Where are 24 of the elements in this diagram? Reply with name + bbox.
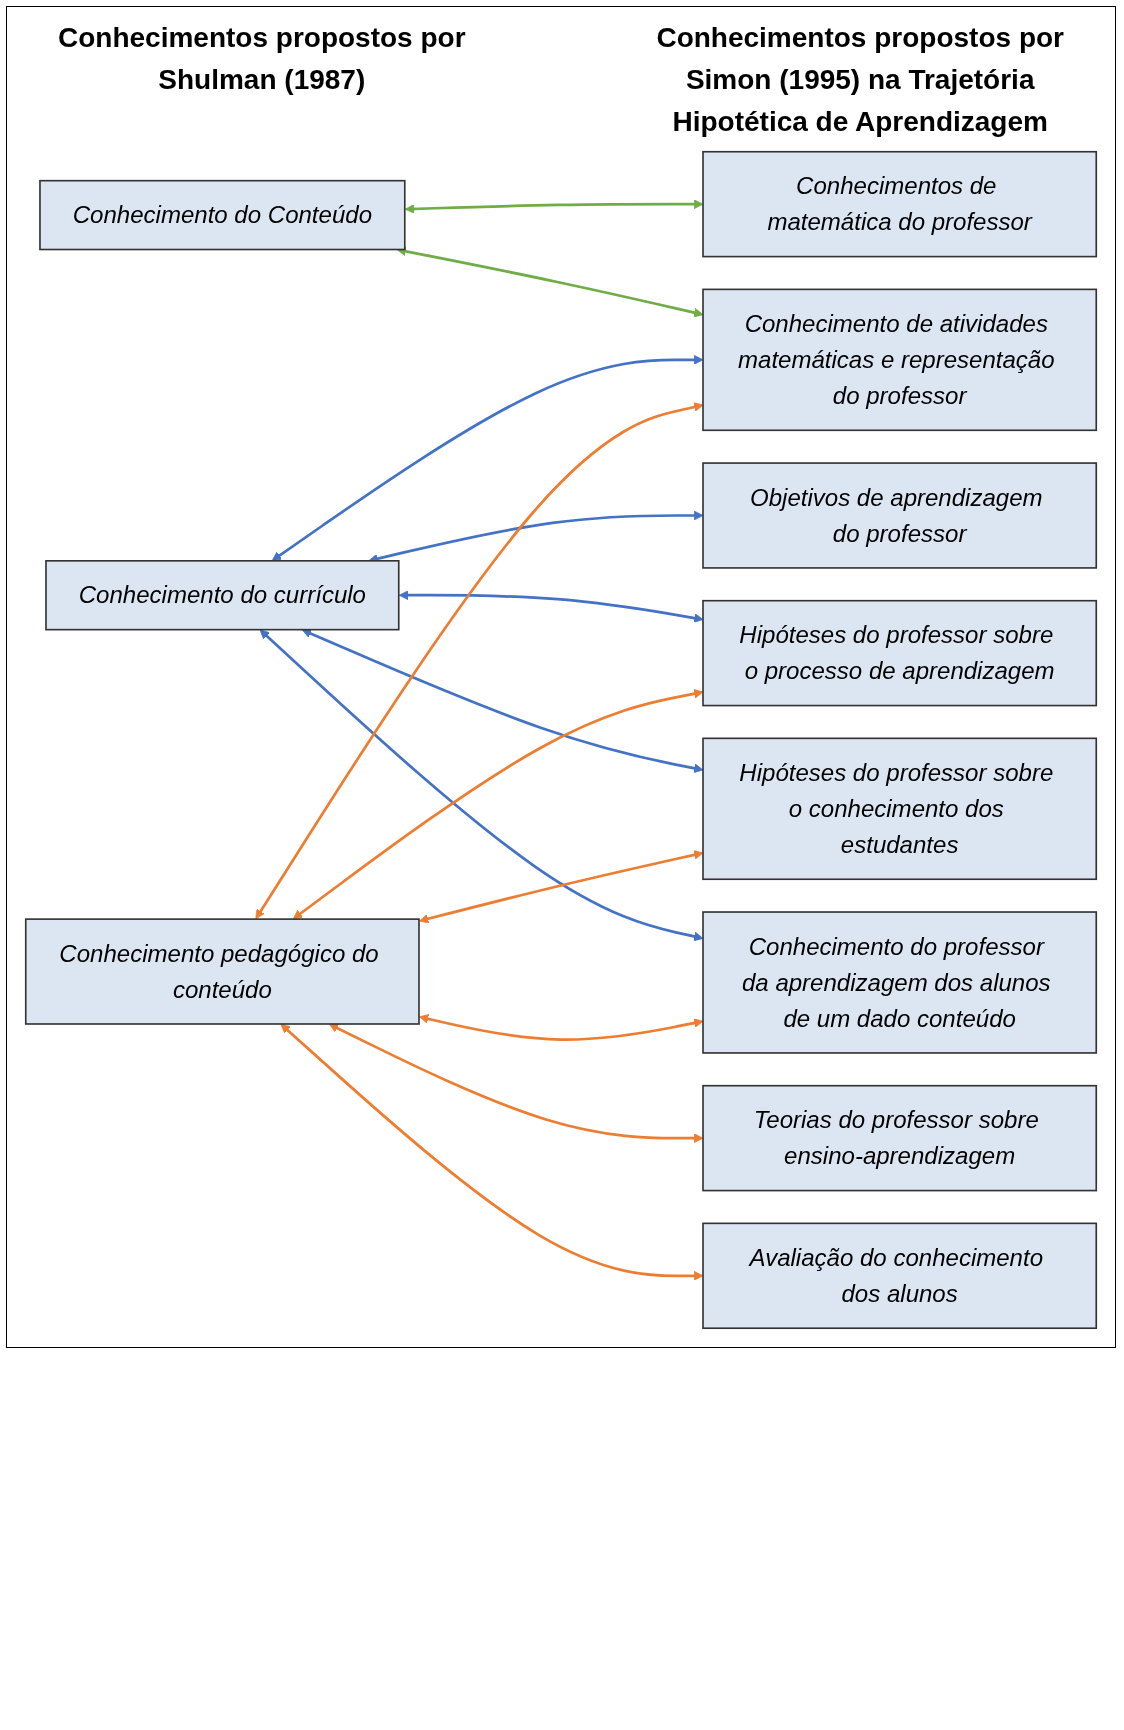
node-box: Conhecimento do Conteúdo: [39, 179, 406, 251]
node-box: Conhecimento pedagógico do conteúdo: [24, 918, 420, 1025]
column-heading: Conhecimentos propostos por Shulman (1987): [57, 21, 467, 97]
node-box: Objetivos de aprendizagem do professor: [702, 462, 1098, 569]
arrow: [271, 355, 704, 561]
node-box: Avaliação do conhecimento dos alunos: [702, 1222, 1098, 1330]
arrow: [419, 850, 704, 924]
arrow: [328, 1023, 704, 1143]
arrow: [398, 590, 704, 623]
node-box: Conhecimentos de matemática do professor: [702, 150, 1098, 258]
node-box: Teorias do professor sobre ensino-aprendizagem: [702, 1084, 1098, 1192]
node-box: Conhecimento de atividades matemáticas e representação do professor: [702, 288, 1098, 432]
arrow: [259, 629, 704, 942]
arrow: [301, 628, 704, 773]
arrow: [292, 688, 704, 920]
column-heading: Conhecimentos propostos por Simon (1995) na Trajetória Hipotética de Aprendizagem: [655, 21, 1065, 139]
arrow: [255, 402, 704, 920]
node-box: Hipóteses do professor sobre o conhecimento dos estudantes: [702, 737, 1098, 881]
node-box: Conhecimento do professor da aprendizagem dos alunos de um dado conteúdo: [702, 911, 1098, 1054]
node-box: Hipóteses do professor sobre o processo de aprendizagem: [702, 599, 1098, 707]
arrow: [280, 1023, 704, 1281]
arrow: [419, 1014, 704, 1041]
node-box: Conhecimento do currículo: [45, 560, 400, 631]
arrow: [404, 199, 704, 214]
